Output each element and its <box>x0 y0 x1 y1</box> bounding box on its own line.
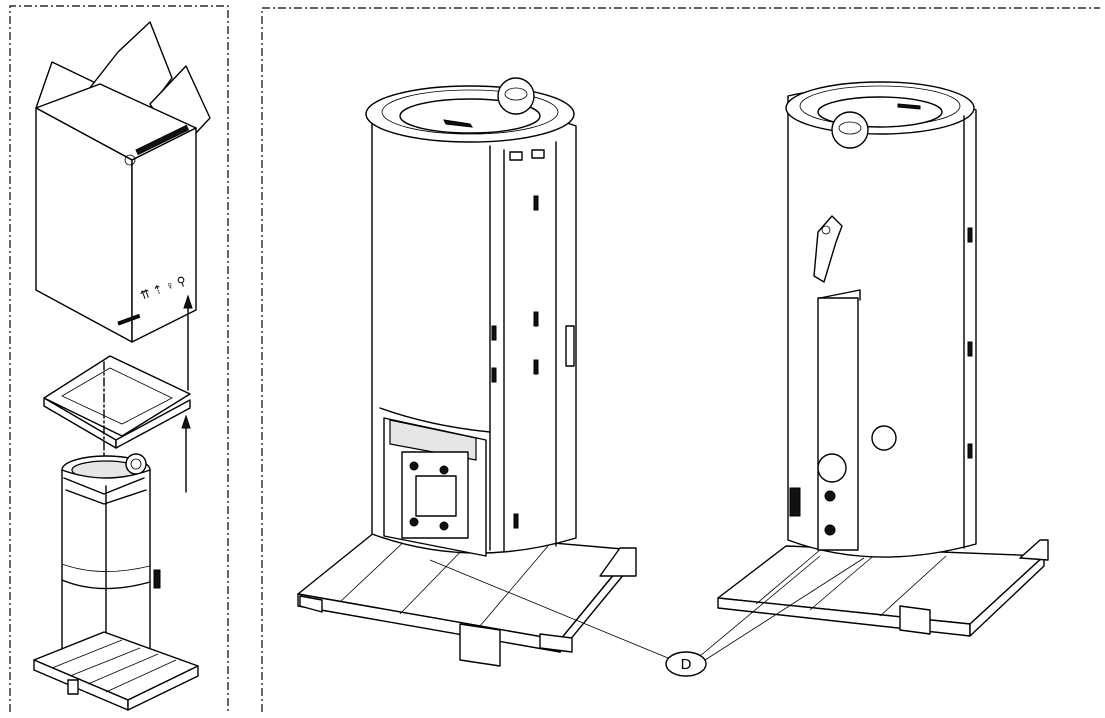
right-panel-frame <box>261 7 1100 712</box>
callout-d-text: D <box>681 656 692 673</box>
stove-rear <box>785 81 977 558</box>
small-stove <box>61 453 161 677</box>
callout-d-leaders <box>429 555 865 663</box>
callout-d-label: D <box>665 651 707 677</box>
pallet-left <box>297 527 637 667</box>
packing-frame <box>43 355 191 461</box>
lift-arrow-lower <box>181 414 191 493</box>
packaging-box: ⇈ ⇡ ♀ ⚲ <box>35 21 211 343</box>
small-pallet <box>33 631 199 711</box>
pallet-right <box>717 539 1049 637</box>
stove-front <box>365 77 577 557</box>
lift-arrow-upper <box>183 294 193 391</box>
left-panel-frame <box>9 5 229 712</box>
